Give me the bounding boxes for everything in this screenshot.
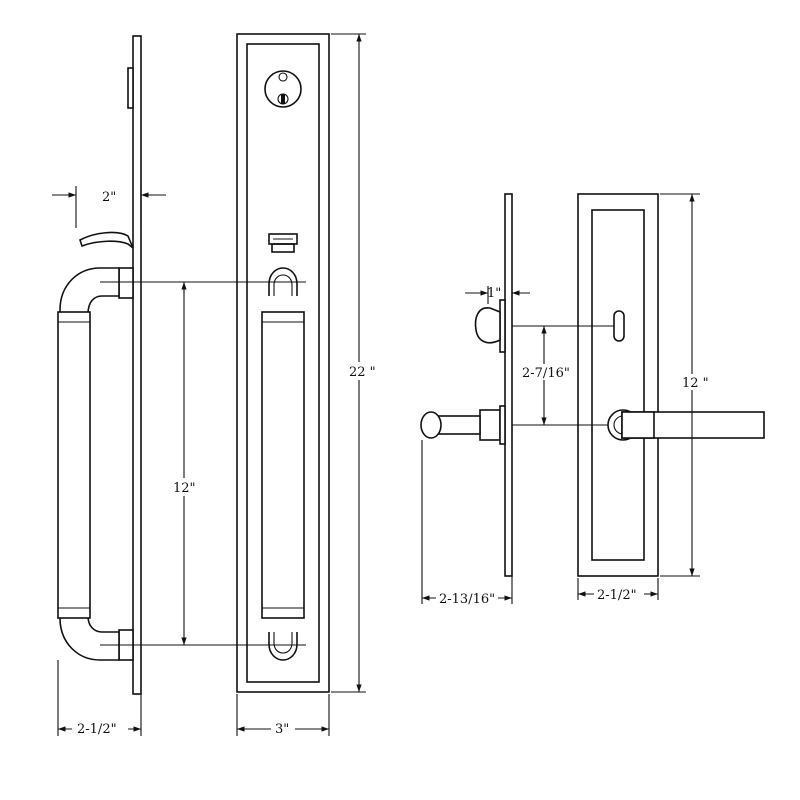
lock-cylinder-icon [264,70,302,108]
front-lower-arm [268,632,298,661]
exterior-side-view: 2" 2-1/2" [52,35,166,737]
thumbturn-front [613,310,625,342]
thumbturn-side [474,307,501,344]
front-handle-grip [261,311,305,619]
dim-thumbturn-projection: 1" [487,286,501,301]
lever-rose-side [479,409,501,441]
exterior-front-view: 22 " 3" [236,33,378,737]
interior-backplate [577,193,659,577]
c-logo-icon [278,72,288,82]
upper-handle-arm [59,267,120,315]
dim-lever-depth: 2-13/16" [439,592,495,607]
interior-backplate-inset [591,209,645,561]
lever-end-side [420,411,442,439]
dim-total-height: 22 " [349,365,376,380]
dim-handle-depth: 2-1/2" [77,722,117,737]
upper-standoff [118,267,134,299]
interior-front-view: 12 " 2-1/2" [577,193,765,603]
interior-plate-edge [504,193,513,577]
dim-inside-plate-width: 2-1/2" [597,588,637,603]
exterior-plate-edge [132,35,142,695]
handle-grip [57,311,91,619]
interior-side-view: 1" 2-7/16" 2-13/16" [420,193,574,607]
lower-handle-arm [59,615,120,661]
dim-handle-spacing: 12" [173,481,196,496]
front-upper-arm [268,267,298,296]
cylinder-collar-edge [127,67,134,109]
exterior-backplate [236,33,330,693]
dim-projection: 2" [102,190,116,205]
exterior-backplate-inset [246,43,320,683]
thumb-piece [79,231,134,249]
dim-backset-spacing: 2-7/16" [522,366,570,381]
dim-plate-width: 3" [275,722,289,737]
dim-inside-height: 12 " [682,376,709,391]
